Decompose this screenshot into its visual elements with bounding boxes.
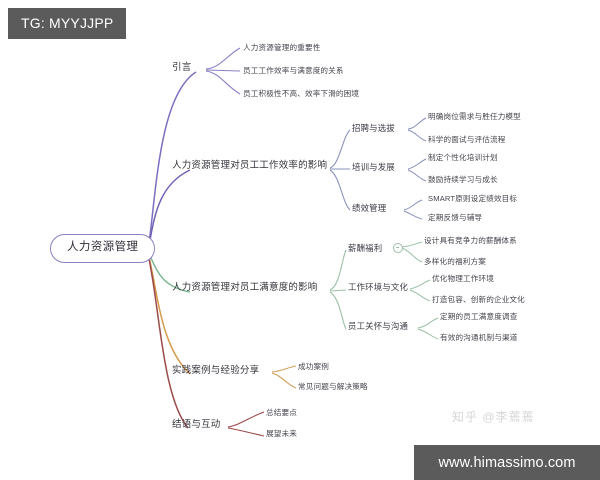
zhihu-watermark: 知乎 @李蔫蔫 <box>452 408 535 425</box>
link-care-to-leaf-2 <box>417 328 439 340</box>
link-culture-to-leaf-1 <box>409 279 431 290</box>
root-node-label: 人力资源管理 <box>67 241 139 253</box>
leaf-label-compensation-1: 设计具有竞争力的薪酬体系 <box>424 236 517 245</box>
sub-node-workculture[interactable]: 工作环境与文化 <box>348 283 408 291</box>
leaf-node-performance-1[interactable]: SMART原则设定绩效目标 <box>428 195 517 203</box>
mindmap-root-node[interactable]: 人力资源管理 <box>50 234 156 263</box>
leaf-label-intro-2: 员工工作效率与满意度的关系 <box>243 66 344 75</box>
link-recruit-to-leaf-1 <box>407 117 427 130</box>
link-efficiency-to-perf <box>329 169 351 211</box>
leaf-label-closing-1: 总结要点 <box>266 408 297 417</box>
link-satisfaction-to-salary <box>329 249 347 291</box>
leaf-label-training-1: 制定个性化培训计划 <box>428 153 498 162</box>
leaf-label-closing-2: 展望未来 <box>266 429 297 438</box>
leaf-label-compensation-2: 多样化的福利方案 <box>424 257 486 266</box>
site-watermark-label: www.himassimo.com <box>438 454 576 471</box>
branch-node-efficiency[interactable]: 人力资源管理对员工工作效率的影响 <box>172 161 327 171</box>
leaf-label-intro-3: 员工积极性不高、效率下滑的困境 <box>243 89 360 98</box>
link-root-to-closing <box>147 253 189 429</box>
link-culture-to-leaf-2 <box>409 289 431 302</box>
sub-label-compensation: 薪酬福利 <box>348 243 383 253</box>
link-root-to-practice <box>147 252 191 375</box>
leaf-node-recruitment-1[interactable]: 明确岗位需求与胜任力模型 <box>428 113 521 121</box>
branch-label-closing: 结语与互动 <box>172 419 221 430</box>
link-closing-to-leaf-1 <box>227 411 265 428</box>
zhihu-watermark-label: 知乎 @李蔫蔫 <box>452 410 535 424</box>
collapse-toggle-icon[interactable] <box>393 243 403 253</box>
branch-node-intro[interactable]: 引言 <box>172 63 191 73</box>
branch-label-satisfaction: 人力资源管理对员工满意度的影响 <box>172 282 318 293</box>
leaf-label-practice-1: 成功案例 <box>298 362 329 371</box>
link-efficiency-to-recruit <box>329 129 351 169</box>
leaf-label-intro-1: 人力资源管理的重要性 <box>243 43 321 52</box>
sub-node-recruitment[interactable]: 招聘与选拔 <box>352 124 395 132</box>
leaf-label-workculture-1: 优化物理工作环境 <box>432 274 494 283</box>
link-perf-to-leaf-1 <box>403 199 423 211</box>
leaf-node-practice-1[interactable]: 成功案例 <box>298 363 329 371</box>
sub-label-employeecare: 员工关怀与沟通 <box>348 321 409 331</box>
link-train-to-leaf-1 <box>407 158 427 170</box>
leaf-node-training-1[interactable]: 制定个性化培训计划 <box>428 154 498 162</box>
leaf-label-training-2: 鼓励持续学习与成长 <box>428 175 498 184</box>
leaf-node-compensation-1[interactable]: 设计具有竞争力的薪酬体系 <box>424 237 517 245</box>
leaf-label-employeecare-1: 定期的员工满意度调查 <box>440 312 518 321</box>
telegram-watermark-badge: TG: MYYJJPP <box>8 8 127 39</box>
sub-label-workculture: 工作环境与文化 <box>348 282 409 292</box>
branch-label-efficiency: 人力资源管理对员工工作效率的影响 <box>172 160 328 171</box>
link-satisfaction-to-culture <box>329 289 347 292</box>
leaf-node-closing-2[interactable]: 展望未来 <box>266 430 297 438</box>
sub-label-performance: 绩效管理 <box>352 203 387 213</box>
leaf-node-workculture-1[interactable]: 优化物理工作环境 <box>432 275 494 283</box>
link-intro-to-leaf-2 <box>205 69 241 72</box>
leaf-node-recruitment-2[interactable]: 科学的面试与评估流程 <box>428 136 505 144</box>
branch-label-practice: 实践案例与经验分享 <box>172 365 260 376</box>
site-watermark-badge: www.himassimo.com <box>414 445 600 480</box>
link-closing-to-leaf-2 <box>227 427 265 437</box>
leaf-node-employeecare-2[interactable]: 有效的沟通机制与渠道 <box>440 334 517 342</box>
link-care-to-leaf-1 <box>417 317 439 329</box>
link-perf-to-leaf-2 <box>403 210 423 220</box>
leaf-node-performance-2[interactable]: 定期反馈与辅导 <box>428 214 482 222</box>
sub-label-training: 培训与发展 <box>352 162 395 172</box>
leaf-node-employeecare-1[interactable]: 定期的员工满意度调查 <box>440 313 517 321</box>
link-intro-to-leaf-3 <box>205 70 241 95</box>
link-train-to-leaf-2 <box>407 169 427 182</box>
link-intro-to-leaf-1 <box>205 47 241 70</box>
telegram-watermark-label: TG: MYYJJPP <box>21 15 114 31</box>
sub-node-employeecare[interactable]: 员工关怀与沟通 <box>348 322 408 330</box>
leaf-label-recruitment-2: 科学的面试与评估流程 <box>428 135 506 144</box>
leaf-label-practice-2: 常见问题与解决策略 <box>298 382 368 391</box>
leaf-node-practice-2[interactable]: 常见问题与解决策略 <box>298 383 368 391</box>
leaf-node-training-2[interactable]: 鼓励持续学习与成长 <box>428 176 498 184</box>
sub-node-training[interactable]: 培训与发展 <box>352 163 395 171</box>
leaf-node-intro-2[interactable]: 员工工作效率与满意度的关系 <box>243 67 344 75</box>
link-recruit-to-leaf-2 <box>407 129 427 142</box>
leaf-node-workculture-2[interactable]: 打造包容、创新的企业文化 <box>432 296 525 304</box>
branch-node-closing[interactable]: 结语与互动 <box>172 420 221 430</box>
sub-node-compensation[interactable]: 薪酬福利 <box>348 244 382 252</box>
sub-label-recruitment: 招聘与选拔 <box>352 123 395 133</box>
leaf-label-performance-1: SMART原则设定绩效目标 <box>428 194 518 203</box>
link-practice-to-leaf-2 <box>271 372 297 389</box>
leaf-node-compensation-2[interactable]: 多样化的福利方案 <box>424 258 486 266</box>
link-salary-to-leaf-2 <box>401 247 423 263</box>
leaf-label-performance-2: 定期反馈与辅导 <box>428 213 483 222</box>
leaf-node-intro-3[interactable]: 员工积极性不高、效率下滑的困境 <box>243 90 359 98</box>
leaf-node-closing-1[interactable]: 总结要点 <box>266 409 297 417</box>
leaf-label-workculture-2: 打造包容、创新的企业文化 <box>432 295 525 304</box>
leaf-label-employeecare-2: 有效的沟通机制与渠道 <box>440 333 518 342</box>
leaf-label-recruitment-1: 明确岗位需求与胜任力模型 <box>428 112 521 121</box>
branch-label-intro: 引言 <box>172 62 192 73</box>
link-satisfaction-to-care <box>329 291 347 330</box>
link-root-to-efficiency <box>147 169 191 251</box>
link-practice-to-leaf-1 <box>271 365 297 373</box>
sub-node-performance[interactable]: 绩效管理 <box>352 204 386 212</box>
branch-node-satisfaction[interactable]: 人力资源管理对员工满意度的影响 <box>172 283 318 293</box>
branch-node-practice[interactable]: 实践案例与经验分享 <box>172 366 259 376</box>
leaf-node-intro-1[interactable]: 人力资源管理的重要性 <box>243 44 320 52</box>
link-salary-to-leaf-1 <box>401 241 423 248</box>
